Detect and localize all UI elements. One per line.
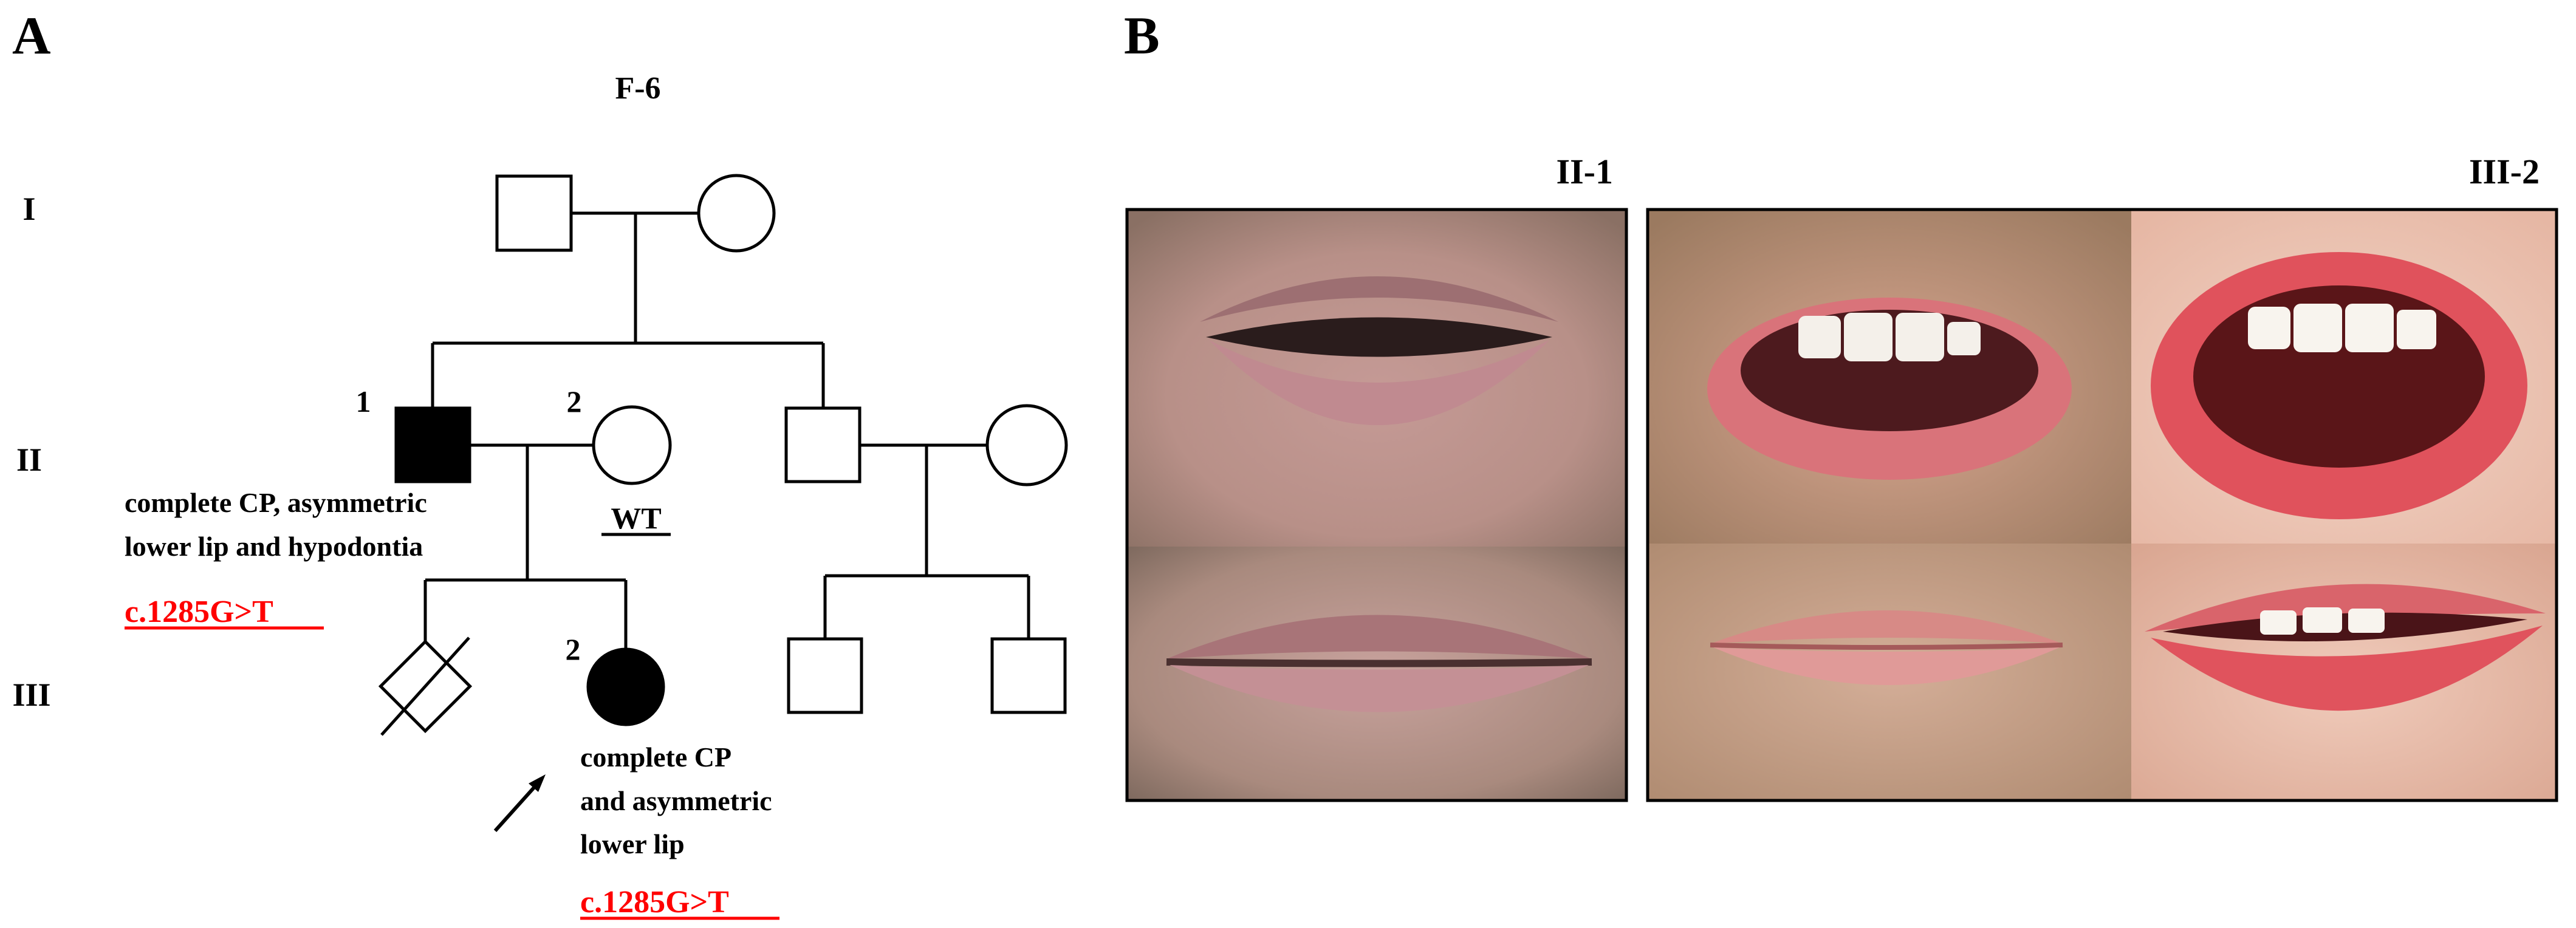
pedigree-male-ii1-affected (394, 406, 471, 483)
photo-iii2-smile (2131, 544, 2557, 800)
individual-number-ii2: 2 (567, 384, 582, 418)
iii2-phenotype-line1: complete CP (580, 742, 731, 773)
individual-number-iii2: 2 (566, 632, 581, 666)
photo-frame-ii1 (1125, 208, 1628, 802)
ii1-phenotype-line2: lower lip and hypodontia (125, 531, 423, 562)
family-id: F-6 (615, 71, 660, 106)
pedigree-female-i2 (697, 174, 776, 253)
generation-label-i: I (22, 191, 35, 227)
panel-b-label: B (1124, 7, 1160, 66)
photo-group-title-ii1: II-1 (1557, 152, 1613, 191)
iii2-variant: c.1285G>T (580, 885, 729, 919)
panel-a-label: A (12, 7, 51, 66)
photo-iii2-open-mouth-1 (1648, 210, 2131, 544)
pedigree-male-iii4 (990, 637, 1067, 714)
photo-ii1-closed-mouth (1127, 547, 1626, 800)
pedigree-female-ii2 (592, 405, 672, 485)
ii2-genotype: WT (611, 501, 661, 535)
pedigree-male-ii3 (784, 406, 862, 483)
iii2-phenotype-line3: lower lip (580, 828, 685, 859)
proband-arrow (493, 774, 546, 833)
iii2-phenotype-line2: and asymmetric (580, 785, 772, 816)
pedigree-male-iii3 (787, 637, 863, 714)
pedigree-female-ii4 (985, 404, 1068, 486)
pedigree (378, 174, 1068, 736)
generation-label-ii: II (16, 442, 42, 478)
generation-label-iii: III (12, 677, 50, 713)
individual-number-ii1: 1 (356, 384, 371, 418)
photo-ii1-open-mouth (1127, 210, 1626, 547)
ii1-phenotype-line1: complete CP, asymmetric (125, 487, 427, 518)
ii1-variant: c.1285G>T (125, 595, 273, 629)
pedigree-male-i1 (495, 174, 573, 252)
photo-frame-iii2 (1646, 208, 2558, 802)
photo-iii2-closed-mouth (1648, 544, 2131, 800)
photo-iii2-open-mouth-2 (2131, 210, 2557, 544)
pedigree-female-iii2-affected (586, 647, 665, 726)
photo-group-title-iii2: III-2 (2469, 152, 2540, 191)
deceased-slash-iii1 (380, 636, 470, 736)
